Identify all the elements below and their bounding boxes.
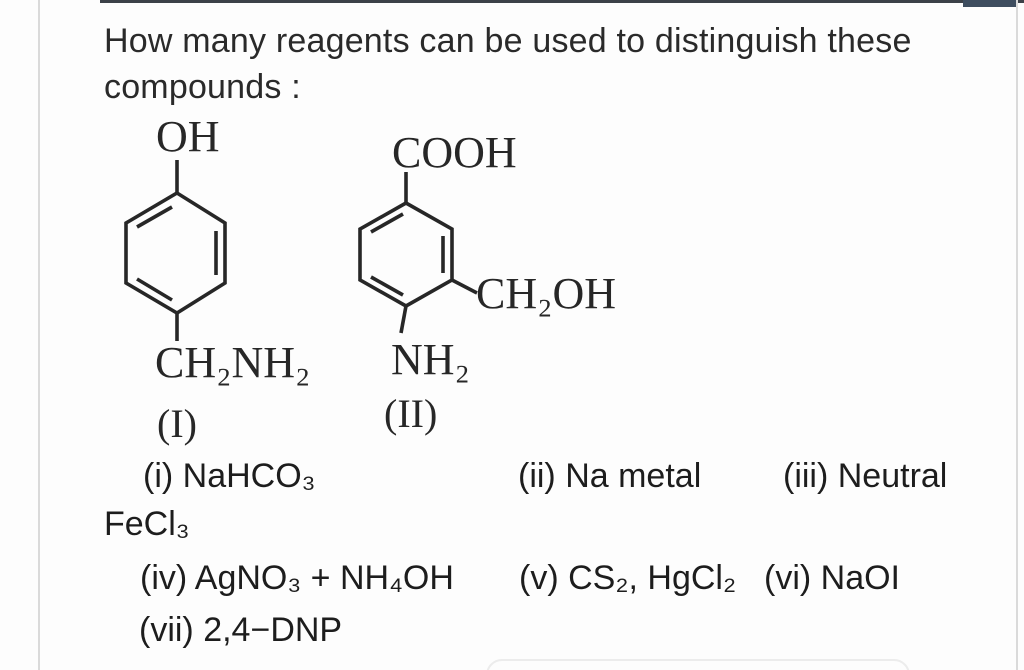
top-right-accent-bar [963,0,1018,7]
question-line-2: compounds : [104,68,301,106]
benzene-ring-compound-1 [124,160,227,341]
compound-1-CH2NH2-label: CH₂NH₂ [155,338,311,387]
benzene-ring-compound-2 [358,172,478,334]
ring-2-bond-to-CH2OH [451,278,478,295]
reagent-vii-24DNP: (vii) 2,4−DNP [139,611,343,649]
top-rule-line [100,0,1024,3]
ring-2-double-bond-upper-left [370,212,404,234]
compound-1-OH-label: OH [156,112,220,161]
reagent-ii-Na-metal: (ii) Na metal [518,457,702,495]
question-text: How many reagents can be used to disting… [104,18,984,110]
bottom-partial-button[interactable] [486,659,910,670]
reagent-i-NaHCO3: (i) NaHCO₃ [143,457,316,495]
question-line-1: How many reagents can be used to disting… [104,22,912,60]
right-border-line [1016,0,1018,670]
ring-2-bond-to-NH2 [399,305,408,334]
compound-2-CH2OH-label: CH₂OH [476,269,617,318]
compound-2-NH2-label: NH₂ [391,335,470,384]
reagent-iii-neutral: (iii) Neutral [783,457,948,495]
ring-2-double-bond-lower-left [370,275,404,297]
compound-2-id-label: (II) [384,391,438,436]
ring-1-outline [124,190,227,316]
ring-1-double-bond-lower-left [136,277,173,302]
reagent-vi-NaOI: (vi) NaOI [764,559,900,597]
compound-1-id-label: (I) [157,401,197,446]
compound-2-COOH-label: COOH [392,128,517,177]
left-border-line [38,0,40,670]
reagent-iv-AgNO3-NH4OH: (iv) AgNO₃ + NH₄OH [140,559,454,597]
ring-2-outline [358,200,454,309]
reagent-v-CS2-HgCl2: (v) CS₂, HgCl₂ [519,559,737,597]
reagent-iii-FeCl3-wrap: FeCl₃ [104,505,190,543]
ring-1-double-bond-upper-left [136,205,173,229]
